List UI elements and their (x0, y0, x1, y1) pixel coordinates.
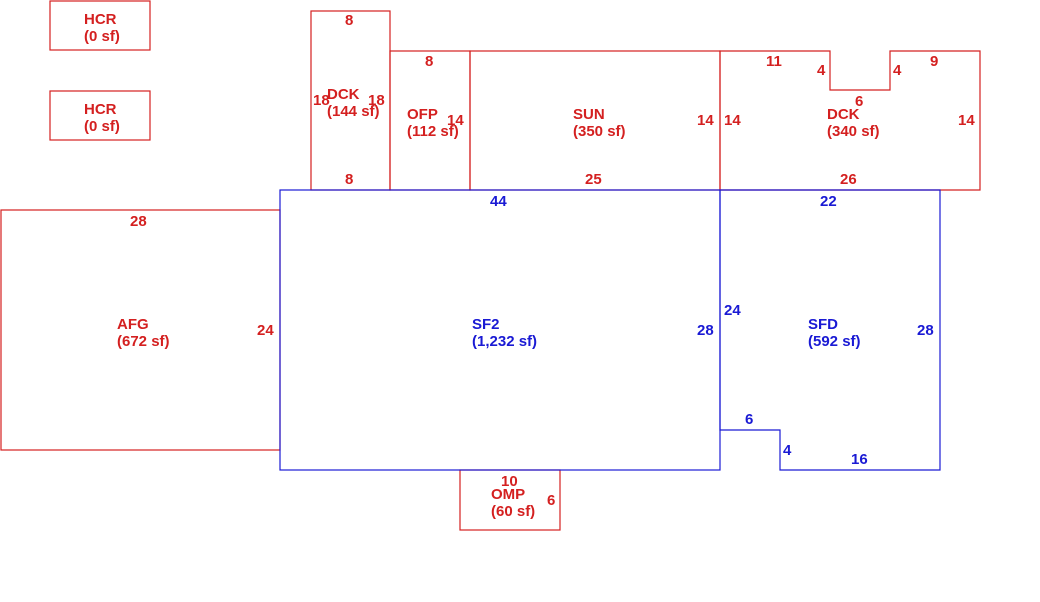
afg-label: AFG (672 sf) (117, 316, 170, 350)
area-name: OFP (407, 106, 438, 123)
dimension-label: 18 (368, 92, 385, 109)
area-name: HCR (84, 101, 117, 118)
area-name: AFG (117, 316, 149, 333)
dimension-label: 44 (490, 193, 507, 210)
dimension-label: 22 (820, 193, 837, 210)
area-name: DCK (327, 86, 360, 103)
dimension-label: 14 (724, 112, 741, 129)
area-sf: (0 sf) (84, 118, 120, 135)
dimension-label: 6 (745, 411, 753, 428)
area-name: HCR (84, 11, 117, 28)
area-sf: (112 sf) (407, 123, 459, 140)
hcr-2-outline (49, 90, 151, 141)
dimension-label: 28 (697, 322, 714, 339)
dimension-label: 6 (547, 492, 555, 509)
omp-label: OMP (60 sf) (491, 486, 535, 520)
sfd-label: SFD (592 sf) (808, 316, 861, 350)
dimension-label: 14 (447, 112, 464, 129)
area-sf: (350 sf) (573, 123, 626, 140)
dimension-label: 8 (345, 12, 353, 29)
dimension-label: 4 (893, 62, 902, 79)
area-name: SUN (573, 106, 605, 123)
area-name: SFD (808, 316, 838, 333)
area-name: OMP (491, 486, 525, 503)
area-sf: (60 sf) (491, 503, 535, 520)
dimension-label: 14 (958, 112, 975, 129)
hcr-1-label: HCR (0 sf) (84, 11, 120, 45)
area-sf: (340 sf) (827, 123, 880, 140)
dimension-label: 4 (783, 442, 792, 459)
area-name: DCK (827, 106, 860, 123)
area-sf: (592 sf) (808, 333, 861, 350)
dimension-label: 4 (817, 62, 826, 79)
dck-1-label: DCK (144 sf) (327, 86, 380, 120)
sfd-outline (719, 189, 941, 471)
dimension-label: 16 (851, 451, 868, 468)
sun-label: SUN (350 sf) (573, 106, 626, 140)
dimension-label: 8 (425, 53, 433, 70)
sf2-label: SF2 (1,232 sf) (472, 316, 537, 350)
sf2-outline (279, 189, 721, 471)
ofp-label: OFP (112 sf) (407, 106, 459, 140)
area-sf: (144 sf) (327, 103, 380, 120)
area-name: SF2 (472, 316, 500, 333)
dimension-label: 6 (855, 93, 863, 110)
dimension-label: 14 (697, 112, 714, 129)
dimension-label: 28 (917, 322, 934, 339)
dimension-label: 28 (130, 213, 147, 230)
dimension-label: 10 (501, 473, 518, 490)
dimension-label: 26 (840, 171, 857, 188)
area-sf: (0 sf) (84, 28, 120, 45)
dimension-label: 25 (585, 171, 602, 188)
hcr-1-outline (49, 0, 151, 51)
dimension-label: 24 (257, 322, 274, 339)
area-sf: (672 sf) (117, 333, 170, 350)
area-sf: (1,232 sf) (472, 333, 537, 350)
dimension-label: 8 (345, 171, 353, 188)
dck-2-label: DCK (340 sf) (827, 106, 880, 140)
dimension-label: 9 (930, 53, 938, 70)
dimension-label: 24 (724, 302, 741, 319)
hcr-2-label: HCR (0 sf) (84, 101, 120, 135)
dimension-label: 18 (313, 92, 330, 109)
dimension-label: 11 (766, 53, 782, 70)
